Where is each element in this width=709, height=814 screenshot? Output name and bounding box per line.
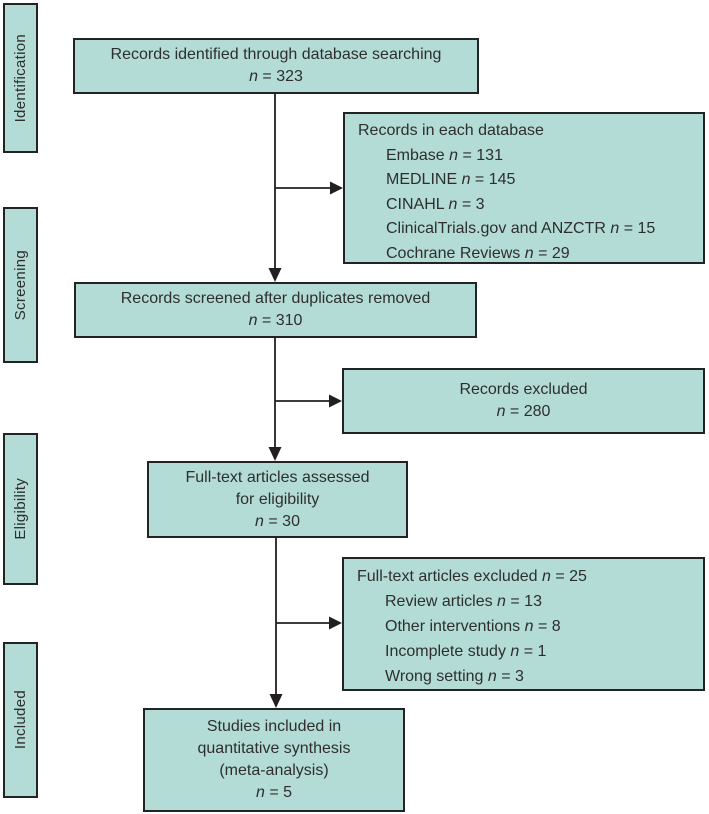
- box-studies-included-line1: Studies included in: [206, 718, 342, 735]
- box-fulltext-assessed-n: n = 30: [149, 511, 406, 533]
- n-symbol: n: [497, 593, 506, 610]
- box-fulltext-excluded: Full-text articles excluded n = 25 Revie…: [342, 557, 705, 691]
- n-symbol: n: [541, 568, 551, 585]
- n-symbol: n: [448, 195, 458, 213]
- stage-screening-label: Screening: [12, 249, 29, 321]
- box-studies-included-n: n = 5: [145, 782, 403, 804]
- n-value: = 280: [505, 403, 551, 420]
- stage-included-label: Included: [12, 690, 29, 750]
- box-records-screened-line1: Records screened after duplicates remove…: [120, 290, 431, 307]
- list-item: ClinicalTrials.gov and ANZCTR n = 15: [358, 217, 695, 242]
- stage-screening: Screening: [3, 207, 38, 363]
- n-value: = 29: [533, 244, 570, 262]
- n-value: = 145: [470, 171, 516, 188]
- box-fulltext-assessed-line2: for eligibility: [235, 490, 320, 508]
- n-value: = 25: [550, 568, 587, 585]
- box-records-screened: Records screened after duplicates remove…: [74, 282, 477, 338]
- n-symbol: n: [255, 512, 264, 530]
- box-fulltext-excluded-title: Full-text articles excluded n = 25: [357, 564, 695, 589]
- box-records-excluded-n: n = 280: [344, 401, 703, 423]
- box-databases: Records in each database Embase n = 131 …: [343, 112, 705, 264]
- n-symbol: n: [496, 403, 506, 420]
- n-value: = 30: [263, 512, 300, 530]
- n-value: = 5: [264, 784, 293, 801]
- item-text: Review articles: [385, 593, 498, 610]
- box-records-identified-n: n = 323: [75, 66, 477, 88]
- n-value: = 15: [619, 220, 656, 237]
- box-records-screened-n: n = 310: [76, 310, 475, 332]
- stage-eligibility-label: Eligibility: [12, 478, 29, 540]
- list-item: Other interventions n = 8: [357, 614, 695, 639]
- arrow-identified-to-screened: [268, 94, 282, 282]
- item-text: Full-text articles excluded: [357, 568, 542, 585]
- box-records-excluded: Records excluded n = 280: [342, 368, 705, 434]
- stage-identification-label: Identification: [12, 33, 29, 123]
- item-text: Incomplete study: [385, 643, 511, 660]
- n-value: = 8: [533, 618, 561, 635]
- n-symbol: n: [487, 668, 497, 685]
- n-value: = 1: [519, 643, 547, 660]
- box-studies-included-line3: (meta-analysis): [219, 762, 329, 779]
- n-value: = 310: [257, 312, 303, 329]
- stage-identification: Identification: [3, 3, 38, 153]
- n-symbol: n: [255, 784, 265, 801]
- n-value: = 13: [505, 593, 542, 610]
- arrow-branch-to-databases: [275, 181, 343, 195]
- item-text: ClinicalTrials.gov and ANZCTR: [386, 220, 611, 237]
- item-text: Wrong setting: [385, 668, 488, 685]
- list-item: CINAHL n = 3: [358, 193, 695, 218]
- n-symbol: n: [610, 220, 620, 237]
- arrow-branch-to-records-excluded: [275, 394, 342, 408]
- n-value: = 131: [458, 146, 503, 164]
- item-text: Embase: [386, 146, 450, 164]
- arrow-fulltext-to-included: [269, 538, 283, 708]
- n-symbol: n: [461, 171, 471, 188]
- list-item: Embase n = 131: [358, 144, 695, 169]
- item-text: CINAHL: [386, 195, 449, 213]
- item-text: Cochrane Reviews: [386, 244, 525, 262]
- n-value: = 3: [457, 195, 485, 213]
- n-symbol: n: [510, 643, 520, 660]
- box-fulltext-assessed-line1: Full-text articles assessed: [185, 468, 370, 486]
- n-value: = 3: [496, 668, 524, 685]
- n-symbol: n: [248, 312, 258, 329]
- box-records-identified-line1: Records identified through database sear…: [110, 46, 442, 63]
- n-symbol: n: [524, 618, 534, 635]
- box-records-excluded-line1: Records excluded: [459, 381, 588, 398]
- arrow-screened-to-fulltext: [268, 338, 282, 461]
- box-records-identified: Records identified through database sear…: [73, 38, 479, 94]
- list-item: MEDLINE n = 145: [358, 168, 695, 193]
- stage-included: Included: [3, 642, 38, 798]
- n-value: = 323: [257, 68, 303, 85]
- list-item: Cochrane Reviews n = 29: [358, 242, 695, 267]
- stage-eligibility: Eligibility: [3, 433, 38, 585]
- item-text: MEDLINE: [386, 171, 462, 188]
- box-studies-included: Studies included in quantitative synthes…: [143, 708, 405, 812]
- n-symbol: n: [524, 244, 534, 262]
- box-studies-included-line2: quantitative synthesis: [197, 740, 351, 757]
- list-item: Review articles n = 13: [357, 589, 695, 614]
- box-fulltext-assessed: Full-text articles assessed for eligibil…: [147, 461, 408, 538]
- list-item: Wrong setting n = 3: [357, 664, 695, 689]
- box-databases-title: Records in each database: [358, 122, 544, 139]
- arrow-branch-to-fulltext-excluded: [276, 616, 342, 630]
- n-symbol: n: [449, 146, 459, 164]
- list-item: Incomplete study n = 1: [357, 639, 695, 664]
- n-symbol: n: [249, 68, 258, 85]
- item-text: Other interventions: [385, 618, 525, 635]
